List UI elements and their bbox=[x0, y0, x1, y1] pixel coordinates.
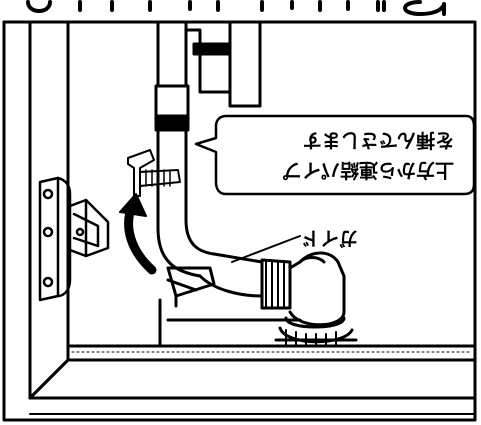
guide-label-group: ガイド bbox=[301, 227, 358, 249]
callout-line-2: を挿んでさします bbox=[303, 129, 454, 151]
guide-label: ガイド bbox=[301, 227, 358, 249]
callout-bubble bbox=[194, 114, 476, 196]
callout-text-group: 上方から連結パイプ を挿んでさします bbox=[282, 129, 454, 182]
hinge bbox=[38, 176, 110, 302]
guide-pointer-line bbox=[231, 235, 301, 263]
callout-line-1: 上方から連結パイプ bbox=[282, 159, 454, 182]
cabinet-floor bbox=[28, 344, 477, 415]
connecting-pipe-part bbox=[127, 149, 181, 197]
trap-pipe bbox=[184, 20, 262, 108]
illustration-frame bbox=[2, 20, 477, 422]
clipped-heading-strokes bbox=[26, 0, 446, 16]
drain-pipe bbox=[154, 20, 216, 278]
drain-fitting bbox=[260, 251, 358, 347]
insertion-arrow bbox=[119, 193, 157, 275]
connection-hose bbox=[158, 252, 302, 348]
